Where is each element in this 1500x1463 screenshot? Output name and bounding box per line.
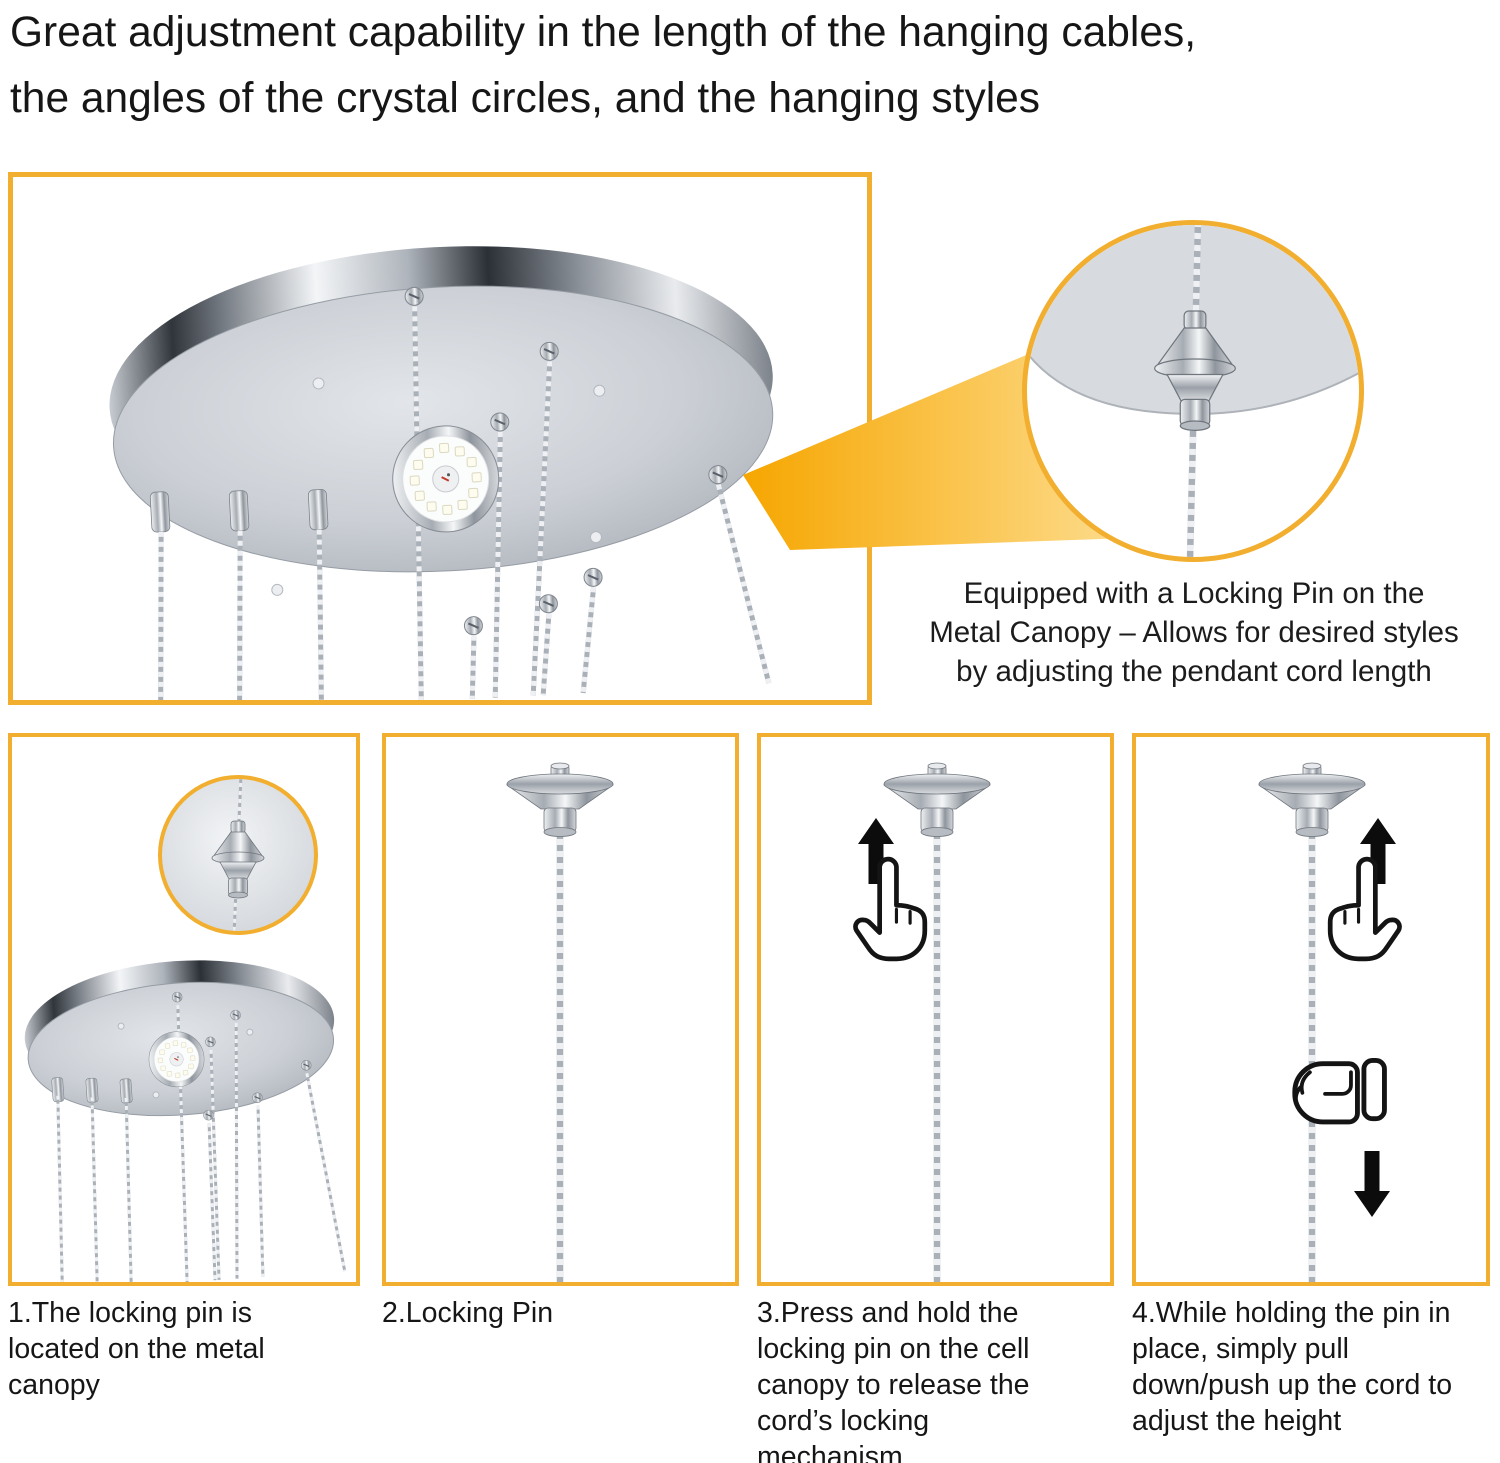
callout-caption-line-3: by adjusting the pendant cord length	[956, 655, 1432, 689]
canopy-holes	[117, 1022, 254, 1099]
step1-inset-circle	[158, 775, 318, 935]
pendant-cable	[540, 613, 552, 696]
pendant-cable	[316, 529, 324, 700]
locking-pin	[211, 820, 265, 899]
callout-caption-line-1: Equipped with a Locking Pin on the	[963, 577, 1425, 610]
canopy-illustration	[109, 246, 774, 700]
pendant-cable	[580, 587, 597, 694]
step2-illustration	[506, 762, 614, 1282]
heading-line-1: Great adjustment capability in the lengt…	[10, 9, 1197, 56]
locking-pin-zoom	[1027, 225, 1359, 557]
step1-panel	[8, 733, 360, 1286]
down-arrow-icon	[1354, 1151, 1390, 1217]
locking-pin-callout-circle	[1022, 220, 1364, 562]
hanging-cables	[56, 1005, 347, 1282]
pendant-cable	[530, 361, 553, 696]
step3-illustration	[761, 762, 991, 1282]
step4-panel	[1132, 733, 1490, 1286]
mini-metal-canopy	[24, 960, 347, 1282]
pendant-cable	[469, 635, 477, 699]
heading-line-2: the angles of the crystal circles, and t…	[10, 74, 1041, 122]
step4-illustration	[1258, 762, 1486, 1282]
cable-grippers	[51, 1077, 133, 1104]
step2-panel	[382, 733, 739, 1286]
callout-caption: Equipped with a Locking Pin on the Metal…	[900, 574, 1488, 692]
callout-caption-line-2: Metal Canopy – Allows for desired styles	[929, 616, 1459, 650]
cable-grippers	[149, 489, 329, 533]
step1-canopy-illustration	[24, 960, 347, 1282]
main-canopy-panel	[8, 172, 872, 705]
metal-canopy	[109, 246, 774, 700]
locking-pin-mount	[1258, 762, 1366, 837]
locking-pin-mount	[506, 762, 614, 837]
pendant-cable	[492, 431, 503, 698]
pointing-hand-icon	[1330, 859, 1399, 959]
step4-caption: 4.While holding the pin in place, simply…	[1132, 1297, 1453, 1437]
fist-grip-icon	[1295, 1060, 1385, 1122]
step3-caption: 3.Press and hold the locking pin on the …	[757, 1297, 1030, 1463]
pendant-cable	[715, 484, 772, 684]
pendant-cable	[237, 530, 243, 700]
step2-caption: 2.Locking Pin	[382, 1297, 554, 1329]
pointing-hand-icon	[855, 859, 924, 959]
step1-caption: 1.The locking pin is located on the meta…	[8, 1297, 265, 1401]
step3-panel	[757, 733, 1114, 1286]
inset-pin-zoom	[211, 779, 265, 931]
locking-pin-mount	[883, 762, 991, 837]
canopy-holes	[271, 377, 606, 596]
page-title: Great adjustment capability in the lengt…	[10, 0, 1196, 132]
pendant-cable	[158, 531, 164, 700]
